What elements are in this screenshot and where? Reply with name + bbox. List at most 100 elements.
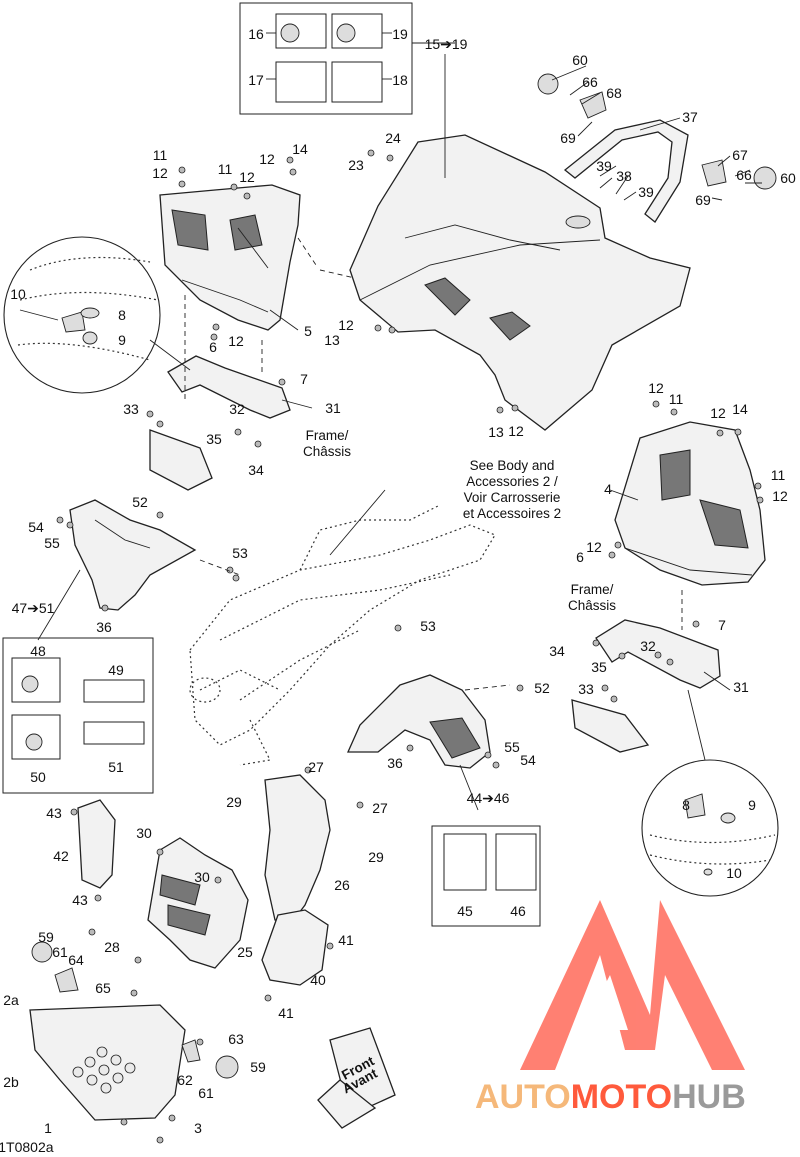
- callout-12j: 12: [586, 539, 602, 555]
- callout-59a: 59: [38, 929, 54, 945]
- callout-43a: 43: [46, 805, 62, 821]
- note-frame-top-2: Châssis: [303, 444, 351, 459]
- rear-grab-bar: [537, 73, 777, 223]
- callout-15-19: 15➔19: [425, 36, 468, 52]
- callout-30b: 30: [194, 869, 210, 885]
- callout-6b: 6: [576, 549, 584, 565]
- callout-55b: 55: [504, 739, 520, 755]
- callout-59b: 59: [250, 1059, 266, 1075]
- callout-25: 25: [237, 944, 253, 960]
- callout-35a: 35: [206, 431, 222, 447]
- callout-29a: 29: [226, 794, 242, 810]
- callout-61a: 61: [52, 944, 68, 960]
- callout-4: 4: [604, 481, 612, 497]
- callout-17: 17: [248, 72, 264, 88]
- label-set-16-19: [239, 2, 413, 115]
- callout-31a: 31: [325, 400, 341, 416]
- callout-23: 23: [348, 157, 364, 173]
- callout-39a: 39: [596, 158, 612, 174]
- callout-19: 19: [392, 26, 408, 42]
- callout-16: 16: [248, 26, 264, 42]
- callout-54b: 54: [520, 752, 536, 768]
- label-set-44-46: [431, 764, 541, 927]
- callout-35b: 35: [591, 659, 607, 675]
- callout-12d: 12: [228, 333, 244, 349]
- note-frame-right-2: Châssis: [568, 598, 616, 613]
- callout-41b: 41: [278, 1005, 294, 1021]
- frame-outline: [189, 489, 496, 766]
- callout-13a: 13: [324, 332, 340, 348]
- callout-64: 64: [68, 952, 84, 968]
- rear-body-fender: [349, 54, 691, 431]
- rear-left-side-panel: [159, 184, 301, 331]
- callout-5: 5: [304, 323, 312, 339]
- callout-48: 48: [30, 643, 46, 659]
- note-see-body-3: Voir Carrosserie: [464, 490, 561, 505]
- front-direction-arrow: [317, 1027, 396, 1129]
- callout-55a: 55: [44, 535, 60, 551]
- callout-7a: 7: [300, 371, 308, 387]
- callout-67: 67: [732, 147, 748, 163]
- callout-2a: 2a: [3, 992, 19, 1008]
- callout-52b: 52: [534, 680, 550, 696]
- callout-3: 3: [194, 1120, 202, 1136]
- callout-66b: 66: [736, 167, 752, 183]
- callout-34b: 34: [549, 643, 565, 659]
- callout-labels: 16 19 17 18 15➔19: [248, 26, 467, 88]
- callout-66a: 66: [582, 74, 598, 90]
- callout-9b: 9: [748, 797, 756, 813]
- callout-39b: 39: [638, 184, 654, 200]
- note-frame-right-1: Frame/: [571, 582, 614, 597]
- callout-53b: 53: [420, 618, 436, 634]
- callout-10b: 10: [726, 865, 742, 881]
- callout-38: 38: [616, 168, 632, 184]
- leader-lines: [184, 42, 762, 691]
- callout-31b: 31: [733, 679, 749, 695]
- front-fender-left: [69, 499, 197, 611]
- callout-32a: 32: [229, 401, 245, 417]
- watermark-hub: HUB: [672, 1078, 746, 1116]
- hardware-screws: [56, 149, 764, 1144]
- callout-12h: 12: [710, 405, 726, 421]
- footrest-bracket-left: [149, 355, 291, 491]
- callout-54a: 54: [28, 519, 44, 535]
- callout-1: 1: [44, 1120, 52, 1136]
- callout-12f: 12: [508, 423, 524, 439]
- callout-52a: 52: [132, 494, 148, 510]
- callout-18: 18: [392, 72, 408, 88]
- callout-24: 24: [385, 130, 401, 146]
- callout-65: 65: [95, 980, 111, 996]
- callout-30a: 30: [136, 825, 152, 841]
- watermark-auto: AUTO: [475, 1078, 571, 1116]
- callout-36a: 36: [96, 619, 112, 635]
- watermark-moto: MOTO: [571, 1078, 672, 1116]
- callout-28: 28: [104, 939, 120, 955]
- watermark-logo: [520, 900, 745, 1070]
- callout-62: 62: [177, 1072, 193, 1088]
- callout-45: 45: [457, 903, 473, 919]
- callout-12e: 12: [338, 317, 354, 333]
- callout-27a: 27: [308, 759, 324, 775]
- callout-60b: 60: [780, 170, 796, 186]
- note-frame-top-1: Frame/: [306, 428, 349, 443]
- callout-14b: 14: [732, 401, 748, 417]
- callout-36b: 36: [387, 755, 403, 771]
- label-set-47-51: [2, 569, 154, 794]
- callout-61b: 61: [198, 1085, 214, 1101]
- callout-50: 50: [30, 769, 46, 785]
- front-fender-right: [346, 674, 491, 769]
- detail-circle-right: [641, 689, 779, 897]
- callout-12a: 12: [152, 165, 168, 181]
- callout-60a: 60: [572, 52, 588, 68]
- callout-49: 49: [108, 662, 124, 678]
- callout-33b: 33: [578, 681, 594, 697]
- callout-8b: 8: [682, 797, 690, 813]
- callout-10a: 10: [10, 286, 26, 302]
- callout-43b: 43: [72, 892, 88, 908]
- callout-29b: 29: [368, 849, 384, 865]
- callout-11a: 11: [153, 147, 168, 163]
- watermark-text: AUTOMOTOHUB: [475, 1078, 746, 1116]
- note-see-body-2: Accessories 2 /: [466, 474, 558, 489]
- callout-11b: 11: [218, 161, 233, 177]
